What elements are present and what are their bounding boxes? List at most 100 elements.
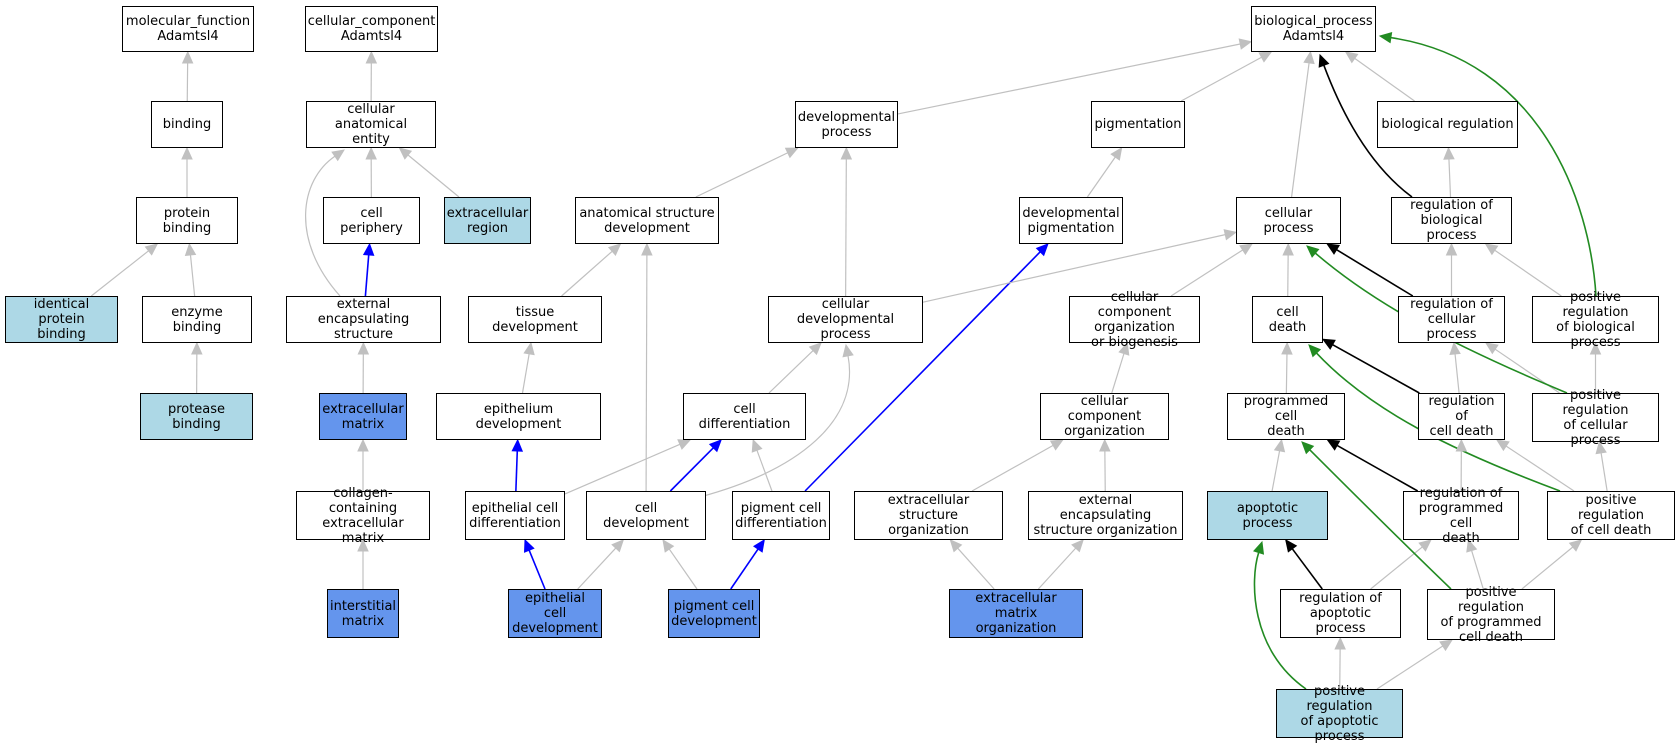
node-anatomical-structure-development: anatomical structure development bbox=[575, 197, 719, 244]
edge-pos-reg-programmed-cell-death-to-pos-reg-cell-death-arrowhead bbox=[1568, 539, 1583, 552]
edge-cell-development-to-anatomical-structure-development-arrowhead bbox=[641, 242, 653, 256]
node-cellular-component-organization: cellular component organization bbox=[1040, 393, 1169, 440]
edge-interstitial-matrix-to-collagen-ecm-arrowhead bbox=[357, 538, 369, 552]
edge-regulation-of-apoptotic-process-to-apoptotic-process-arrowhead bbox=[1285, 539, 1298, 553]
edge-pos-reg-programmed-cell-death-to-pos-reg-cell-death bbox=[1521, 546, 1574, 590]
edge-regulation-of-cellular-process-to-cellular-process-arrowhead bbox=[1326, 243, 1341, 255]
edge-pigment-cell-differentiation-to-cell-differentiation-arrowhead bbox=[751, 438, 763, 453]
node-regulation-of-apoptotic-process: regulation of apoptotic process bbox=[1280, 589, 1401, 638]
node-extracellular-structure-organization: extracellular structure organization bbox=[854, 491, 1003, 540]
edge-epithelial-cell-development-to-epithelial-cell-differentiation bbox=[528, 549, 546, 590]
node-tissue-development: tissue development bbox=[468, 296, 602, 343]
edge-identical-protein-binding-to-protein-binding-arrowhead bbox=[144, 243, 159, 256]
edge-regulation-of-cellular-process-to-cellular-process bbox=[1336, 249, 1414, 297]
node-collagen-ecm: collagen-containing extracellular matrix bbox=[296, 486, 430, 546]
node-epithelium-development: epithelium development bbox=[436, 393, 601, 440]
node-mf: molecular_function Adamtsl4 bbox=[122, 6, 254, 52]
edge-cellular-developmental-process-to-developmental-process bbox=[845, 158, 847, 297]
node-cc: cellular_component Adamtsl4 bbox=[305, 6, 438, 52]
edge-pigment-cell-development-to-cell-development bbox=[668, 548, 698, 590]
node-extracellular-matrix-organization: extracellular matrix organization bbox=[949, 589, 1083, 638]
node-cell-death: cell death bbox=[1252, 296, 1323, 343]
edge-extracellular-matrix-organization-to-extracellular-structure-organization-arrowhead bbox=[949, 539, 963, 553]
edge-cellular-developmental-process-to-developmental-process-arrowhead bbox=[840, 146, 853, 160]
edge-external-encapsulating-structure-to-cell-periphery bbox=[364, 254, 370, 297]
edge-programmed-cell-death-to-cell-death bbox=[1285, 353, 1288, 394]
edge-regulation-of-cellular-process-to-regulation-of-biological-process-arrowhead bbox=[1445, 242, 1458, 256]
node-enzyme-binding: enzyme binding bbox=[142, 296, 252, 343]
edge-regulation-of-programmed-cell-death-to-programmed-cell-death bbox=[1336, 444, 1419, 492]
node-bp: biological_process Adamtsl4 bbox=[1251, 6, 1376, 52]
edge-epithelial-cell-differentiation-to-cell-differentiation bbox=[564, 443, 681, 495]
node-cellular-process: cellular process bbox=[1236, 197, 1341, 244]
edge-regulation-of-biological-process-to-biological-regulation bbox=[1448, 158, 1452, 198]
edge-epithelial-cell-development-to-cell-development bbox=[577, 547, 617, 590]
edge-epithelial-cell-differentiation-to-cell-differentiation-arrowhead bbox=[677, 439, 692, 450]
edge-anatomical-structure-development-to-developmental-process-arrowhead bbox=[784, 147, 799, 159]
edge-regulation-of-apoptotic-process-to-regulation-of-programmed-cell-death-arrowhead bbox=[1418, 539, 1432, 552]
edge-identical-protein-binding-to-protein-binding bbox=[90, 250, 149, 297]
edge-extracellular-matrix-to-external-encapsulating-structure-arrowhead bbox=[357, 341, 370, 355]
edge-regulation-of-biological-process-to-bp bbox=[1323, 65, 1413, 198]
edge-ccob-to-cellular-process-arrowhead bbox=[1239, 243, 1253, 256]
node-protein-binding: protein binding bbox=[136, 197, 238, 244]
edge-regulation-of-programmed-cell-death-to-programmed-cell-death-arrowhead bbox=[1326, 439, 1341, 451]
edge-cellular-developmental-process-to-cellular-process-arrowhead bbox=[1223, 229, 1238, 241]
node-pos-reg-cell-death: positive regulation of cell death bbox=[1547, 491, 1675, 540]
edge-pos-reg-apoptotic-process-to-apoptotic-process-arrowhead bbox=[1253, 540, 1265, 555]
edge-pigment-cell-development-to-pigment-cell-differentiation bbox=[730, 548, 759, 590]
node-extracellular-region: extracellular region bbox=[444, 197, 531, 244]
edge-regulation-of-biological-process-to-biological-regulation-arrowhead bbox=[1443, 146, 1455, 160]
edge-pos-reg-cellular-process-to-regulation-of-cellular-process-arrowhead bbox=[1485, 342, 1499, 355]
edge-biological-regulation-to-bp-arrowhead bbox=[1344, 51, 1359, 64]
node-cellular-developmental-process: cellular developmental process bbox=[768, 296, 923, 343]
node-cell-differentiation: cell differentiation bbox=[683, 393, 806, 440]
edge-cellular-component-organization-to-ccob bbox=[1111, 353, 1125, 394]
edge-regulation-of-programmed-cell-death-to-regulation-of-cell-death-arrowhead bbox=[1455, 438, 1468, 452]
edge-pos-reg-programmed-cell-death-to-programmed-cell-death bbox=[1309, 449, 1452, 590]
node-pigmentation: pigmentation bbox=[1091, 101, 1185, 148]
edge-pigmentation-to-bp bbox=[1180, 56, 1262, 102]
edge-external-encapsulating-structure-to-cellular-anatomical-entity-arrowhead bbox=[331, 149, 345, 162]
node-pos-reg-programmed-cell-death: positive regulation of programmed cell d… bbox=[1427, 585, 1555, 645]
edge-pos-reg-biological-process-to-regulation-of-biological-process-arrowhead bbox=[1484, 243, 1499, 256]
node-cell-periphery: cell periphery bbox=[323, 197, 420, 244]
edge-binding-to-mf-arrowhead bbox=[181, 50, 194, 64]
edge-regulation-of-cell-death-to-regulation-of-cellular-process bbox=[1454, 353, 1460, 394]
node-identical-protein-binding: identical protein binding bbox=[5, 296, 118, 343]
node-pigment-cell-development: pigment cell development bbox=[668, 589, 760, 638]
edge-pos-reg-cell-death-to-pos-reg-cellular-process bbox=[1600, 452, 1608, 492]
edge-extracellular-matrix-organization-to-extracellular-structure-organization bbox=[957, 547, 995, 590]
edge-pos-reg-programmed-cell-death-to-regulation-of-programmed-cell-death-arrowhead bbox=[1466, 538, 1478, 553]
edge-tissue-development-to-anatomical-structure-development bbox=[561, 250, 613, 297]
node-cellular-anatomical-entity: cellular anatomical entity bbox=[306, 101, 436, 148]
node-developmental-process: developmental process bbox=[795, 101, 898, 148]
edge-external-encapsulating-structure-organization-to-cellular-component-organization-arrowhead bbox=[1099, 438, 1111, 452]
edge-developmental-process-to-bp bbox=[897, 43, 1241, 115]
edge-pos-reg-apoptotic-process-to-apoptotic-process bbox=[1253, 552, 1307, 690]
edge-epithelial-cell-development-to-epithelial-cell-differentiation-arrowhead bbox=[523, 538, 535, 553]
node-regulation-of-programmed-cell-death: regulation of programmed cell death bbox=[1403, 486, 1519, 546]
node-programmed-cell-death: programmed cell death bbox=[1227, 393, 1345, 440]
edge-pos-reg-cell-death-to-regulation-of-cell-death-arrowhead bbox=[1495, 439, 1510, 452]
edge-pos-reg-apoptotic-process-to-pos-reg-programmed-cell-death bbox=[1376, 645, 1444, 690]
node-regulation-of-cell-death: regulation of cell death bbox=[1418, 393, 1505, 440]
edge-cell-development-to-cellular-developmental-process bbox=[699, 355, 851, 498]
edge-extracellular-region-to-cellular-anatomical-entity bbox=[407, 154, 460, 198]
edge-cell-development-to-cell-differentiation bbox=[669, 447, 714, 492]
edge-protease-binding-to-enzyme-binding-arrowhead bbox=[191, 341, 203, 355]
edge-pos-reg-cell-death-to-regulation-of-cell-death bbox=[1505, 445, 1575, 492]
edge-regulation-of-cell-death-to-cell-death-arrowhead bbox=[1321, 338, 1336, 350]
edge-epithelial-cell-differentiation-to-epithelium-development-arrowhead bbox=[511, 438, 524, 452]
edge-epithelium-development-to-tissue-development-arrowhead bbox=[523, 341, 535, 356]
edge-collagen-ecm-to-extracellular-matrix-arrowhead bbox=[357, 438, 369, 452]
edge-programmed-cell-death-to-cell-death-arrowhead bbox=[1281, 341, 1293, 355]
edge-pigment-cell-differentiation-to-developmental-pigmentation bbox=[804, 251, 1041, 492]
edge-developmental-process-to-bp-arrowhead bbox=[1238, 38, 1253, 50]
edge-pos-reg-cellular-process-to-pos-reg-biological-process-arrowhead bbox=[1589, 341, 1602, 355]
edge-cellular-component-organization-to-ccob-arrowhead bbox=[1118, 341, 1130, 356]
edge-extracellular-matrix-organization-to-external-encapsulating-structure-organization bbox=[1037, 547, 1077, 590]
node-pos-reg-cellular-process: positive regulation of cellular process bbox=[1532, 388, 1659, 448]
edge-regulation-of-apoptotic-process-to-apoptotic-process bbox=[1291, 548, 1323, 590]
edge-developmental-pigmentation-to-pigmentation-arrowhead bbox=[1110, 147, 1123, 161]
